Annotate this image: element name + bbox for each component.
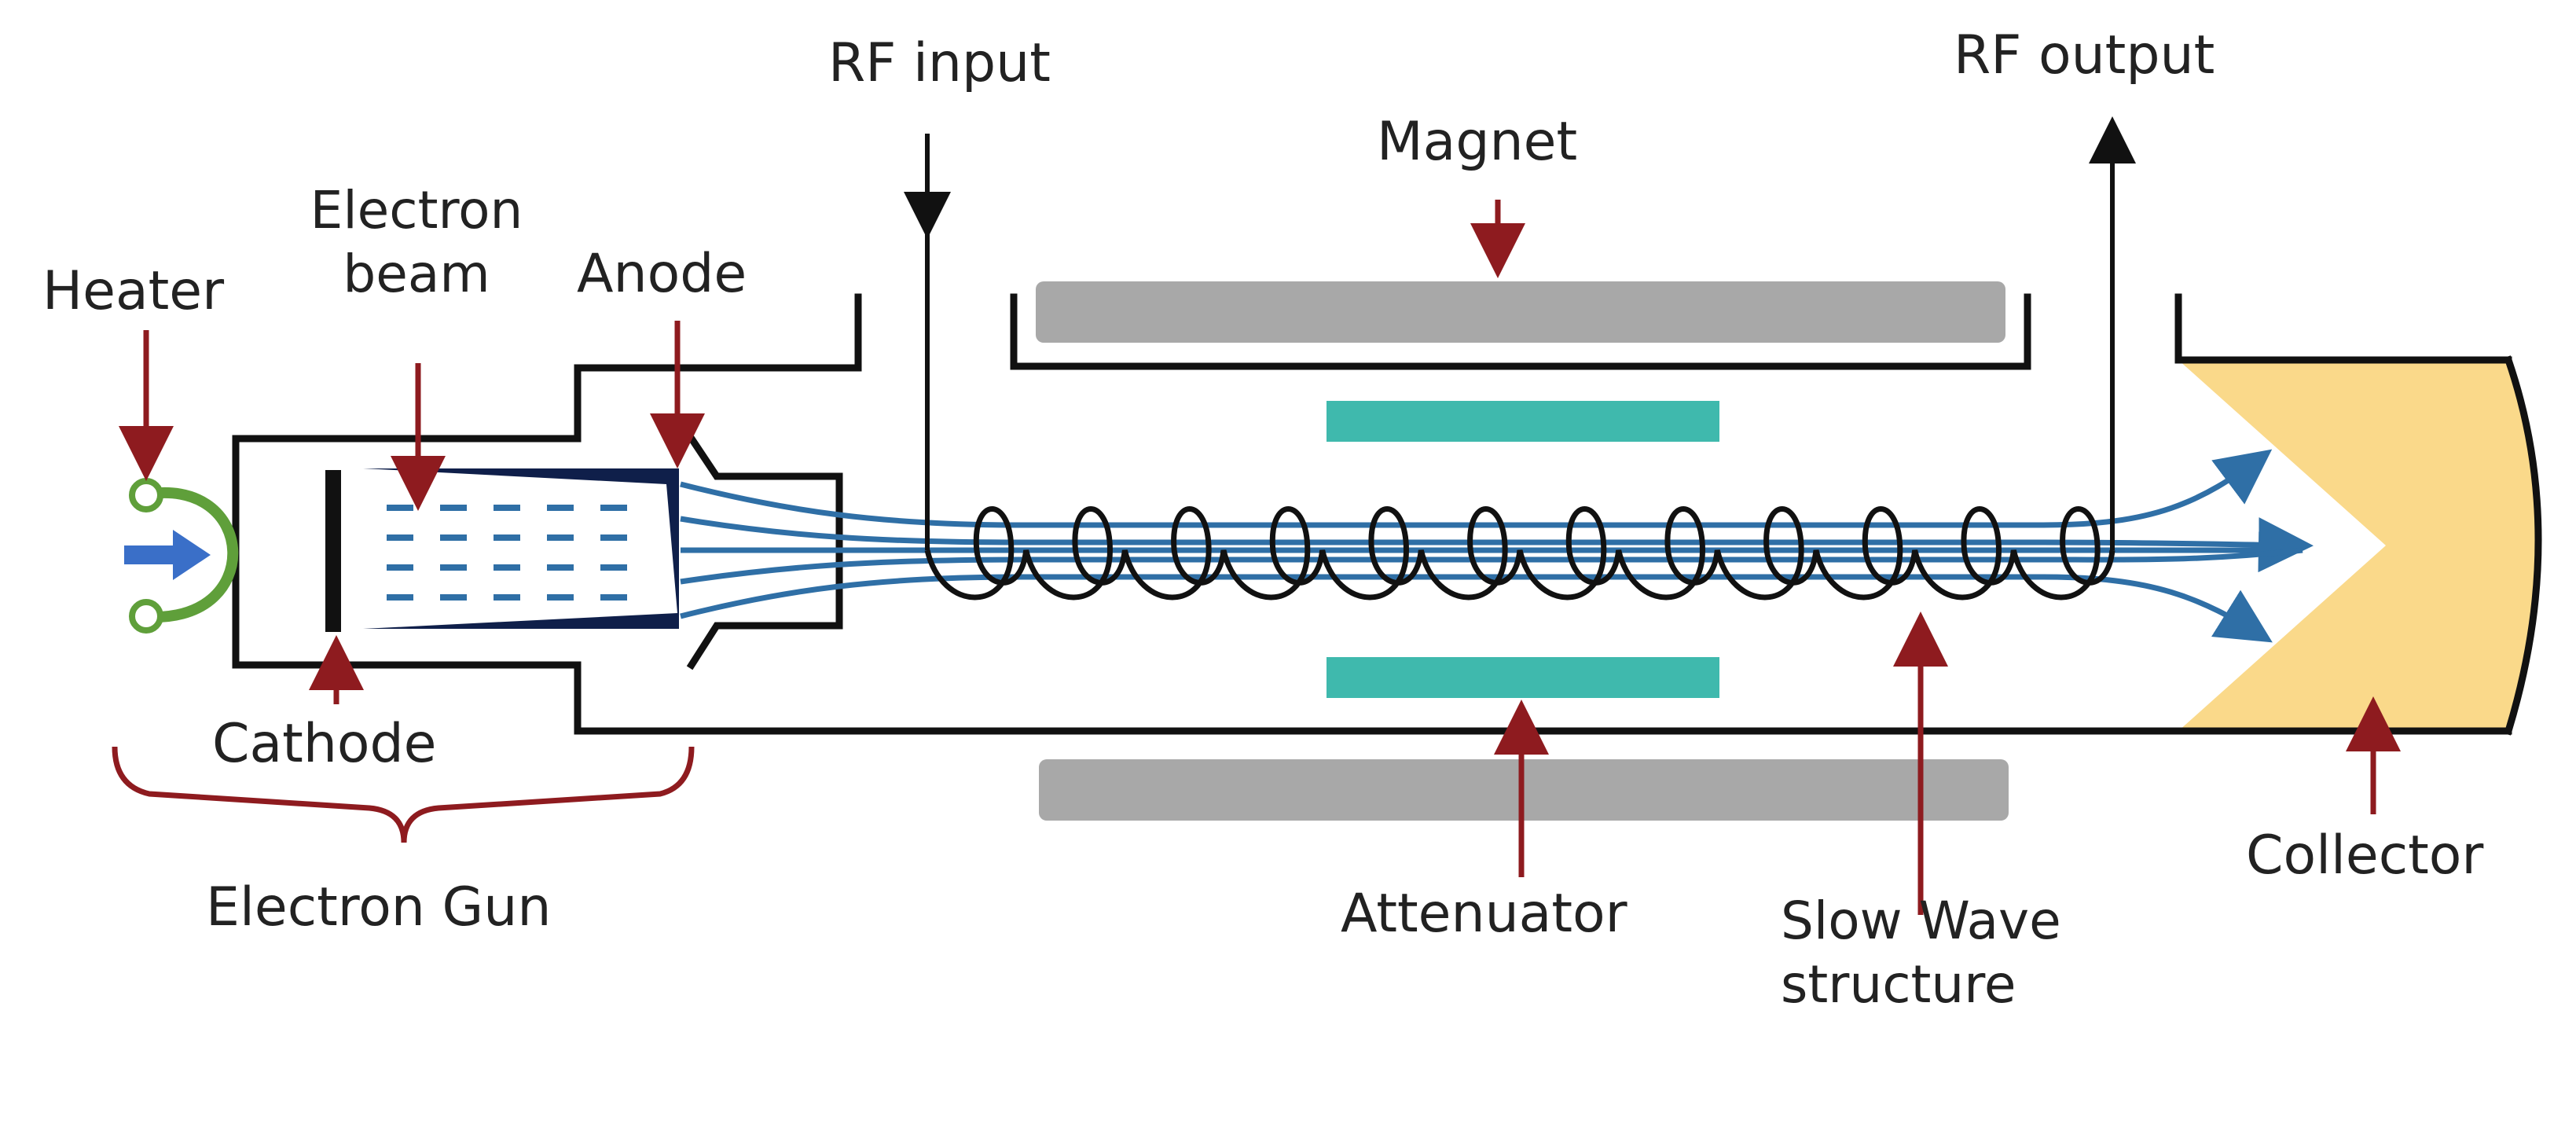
slow-wave-helix: [924, 506, 2115, 601]
anode-label: Anode: [577, 243, 747, 305]
rf-output-label: RF output: [1954, 24, 2215, 86]
gun-focus-electrode: [363, 468, 679, 629]
heater-label: Heater: [42, 260, 225, 322]
slow-wave-structure-label: Slow Wave structure: [1781, 891, 2061, 1015]
magnet-label: Magnet: [1377, 111, 1578, 173]
collector-label: Collector: [2246, 825, 2484, 887]
heater-coil: [129, 478, 239, 634]
tube-outline: [232, 293, 2542, 736]
gun-beam-dashes: [387, 505, 627, 601]
attenuator-label: Attenuator: [1341, 883, 1627, 945]
electron-gun-label: Electron Gun: [206, 876, 552, 939]
cathode-plate: [325, 470, 341, 632]
beam-input-arrow: [124, 530, 211, 580]
cathode-label: Cathode: [212, 713, 437, 775]
electron-beam-label: Electron beam: [310, 180, 523, 304]
collector-body: [2178, 360, 2538, 731]
magnet-top-bar: [1036, 281, 2005, 343]
rf-input-label: RF input: [828, 32, 1051, 94]
pointer-arrows: [119, 200, 2401, 915]
attenuator-bottom-bar: [1327, 657, 1719, 698]
electron-gun-brace: [112, 746, 695, 843]
attenuator-top-bar: [1327, 401, 1719, 442]
electron-beam-lines: [680, 449, 2314, 643]
